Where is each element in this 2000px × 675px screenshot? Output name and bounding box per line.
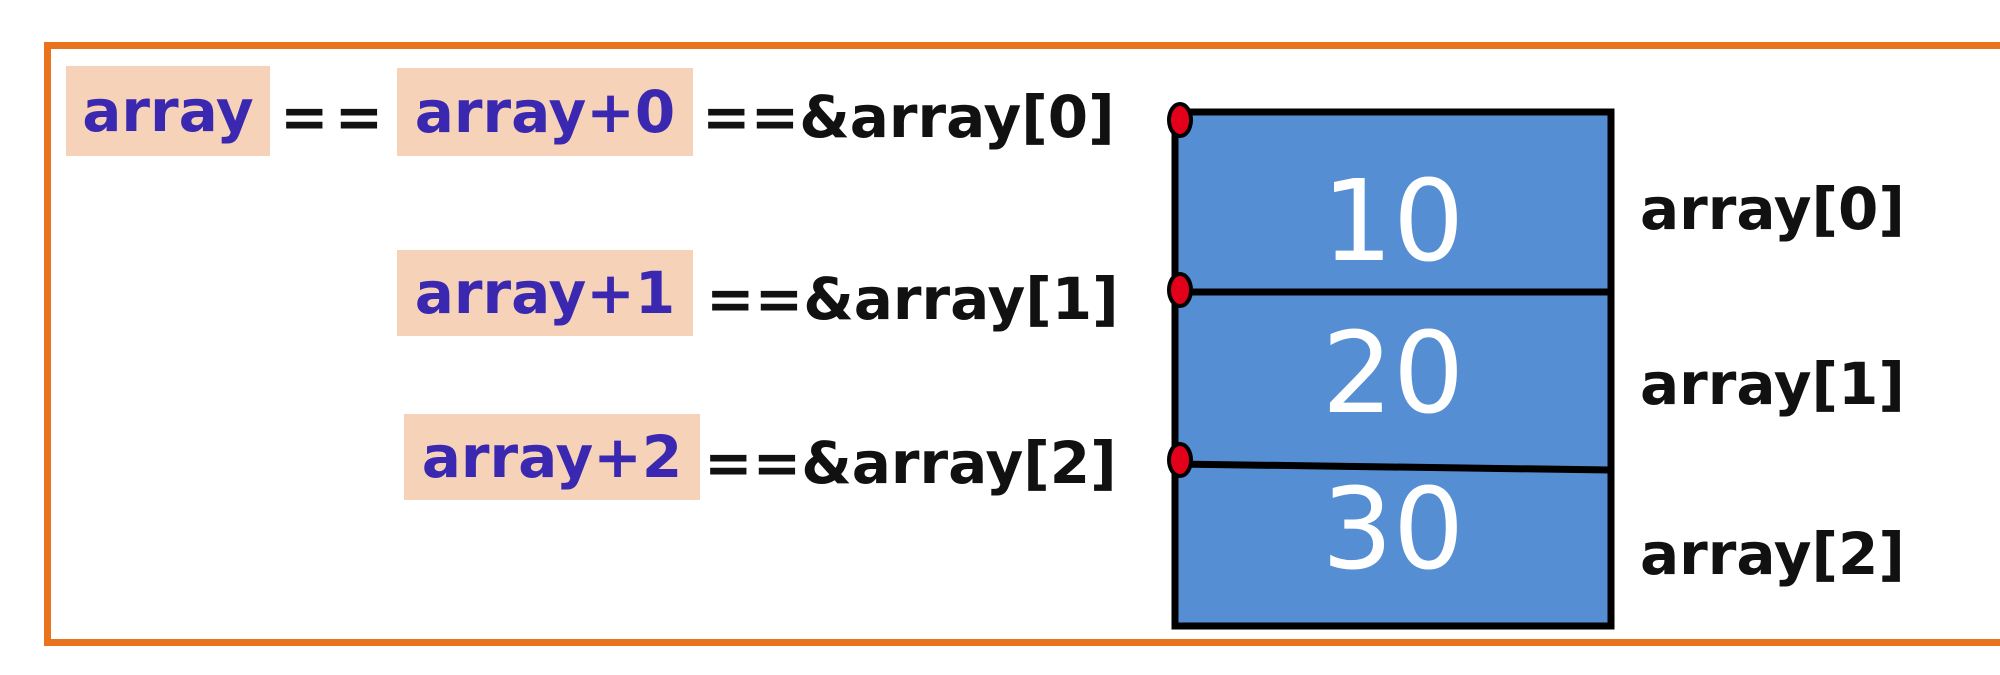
memory-block-border (1171, 108, 1615, 630)
address-dot-1 (1167, 272, 1193, 308)
address-dot-2 (1167, 442, 1193, 478)
cell-label-0: array[0] (1640, 175, 1905, 243)
array-name-highlight: array (66, 66, 270, 156)
memory-cell-2: 30 (1175, 465, 1611, 626)
pointer-expr-1-highlight: array+1 (397, 250, 693, 336)
memory-cell-0: 10 (1175, 112, 1611, 292)
address-dot-0 (1167, 102, 1193, 138)
memory-cell-0-value: 10 (1322, 157, 1465, 287)
address-expr-0: ==&array[0] (702, 83, 1115, 151)
diagram-frame (44, 42, 2000, 646)
cell-divider-2 (1174, 460, 1612, 474)
address-expr-2: ==&array[2] (704, 429, 1117, 497)
memory-cell-0-box (1175, 112, 1611, 292)
address-expr-1: ==&array[1] (706, 265, 1119, 333)
memory-cell-1: 20 (1175, 292, 1611, 466)
equals-operator: == (280, 83, 390, 151)
cell-label-1: array[1] (1640, 350, 1905, 418)
memory-cell-1-box (1175, 292, 1611, 466)
memory-cell-2-box (1175, 466, 1611, 626)
pointer-expr-0-highlight: array+0 (397, 68, 693, 156)
pointer-expr-2: array+2 (421, 423, 683, 491)
array-name-text: array (82, 77, 254, 145)
memory-cell-1-value: 20 (1322, 309, 1465, 439)
pointer-expr-0: array+0 (414, 78, 676, 146)
pointer-expr-2-highlight: array+2 (404, 414, 700, 500)
pointer-expr-1: array+1 (414, 259, 676, 327)
memory-cell-2-value: 30 (1322, 465, 1465, 595)
cell-label-2: array[2] (1640, 520, 1905, 588)
